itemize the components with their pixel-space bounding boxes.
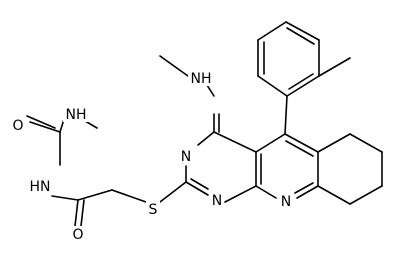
bond-layer <box>26 21 383 227</box>
atom-label-n-pyr-right: N <box>279 193 293 210</box>
nh-top-label: NH <box>66 107 87 123</box>
nh-amine-label: NH <box>191 71 212 87</box>
oxygen-top-label: O <box>12 118 23 134</box>
pyridine-n-label: N <box>281 194 291 210</box>
hn-urea-label: HN <box>30 179 51 195</box>
atom-label-n-pyr-bottom: N <box>210 192 224 209</box>
pyrimidine-n-bottom-label: N <box>212 193 222 209</box>
oxygen-bottom-label: O <box>72 227 83 243</box>
pyrimidine-n-left-label: N <box>181 149 191 165</box>
atom-label-s: S <box>146 201 160 218</box>
atom-label-hn-urea: HN <box>27 178 53 195</box>
atom-label-o-bottom: O <box>71 226 85 243</box>
atom-label-o-top: O <box>11 117 25 134</box>
atom-label-nh-amine: NH <box>188 70 214 87</box>
sulfur-label: S <box>149 202 158 218</box>
atom-label-n-pyr-left: N <box>179 148 193 165</box>
atom-label-nh-top: NH <box>63 106 89 123</box>
